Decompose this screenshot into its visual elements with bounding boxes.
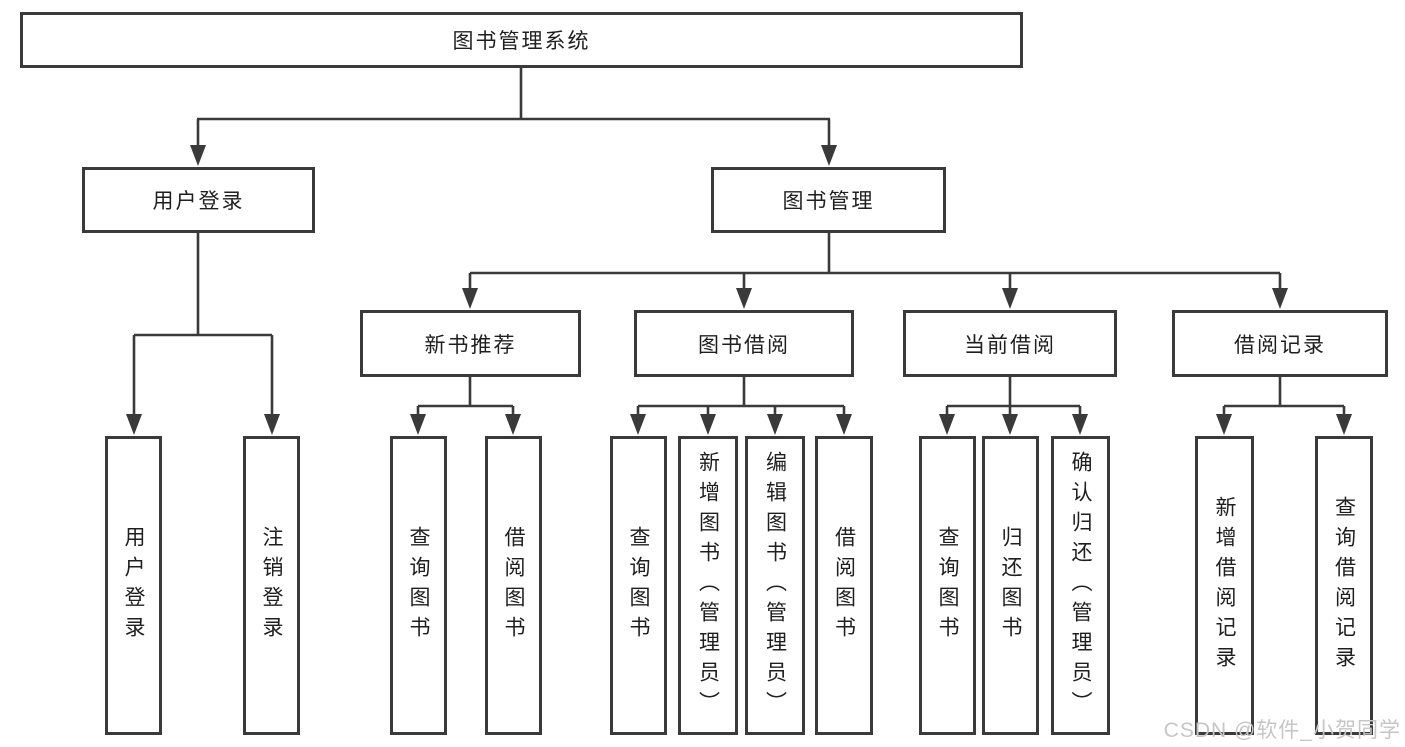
node-label: 图书管理 bbox=[782, 190, 875, 213]
node-label: 新增借阅记录 bbox=[1213, 495, 1236, 676]
arrowhead bbox=[1216, 414, 1232, 435]
arrowhead bbox=[462, 288, 478, 309]
node-label: 当前借阅 bbox=[964, 333, 1056, 357]
node-library-management-system: 图书管理系统 bbox=[20, 12, 1023, 68]
arrowhead bbox=[505, 414, 521, 435]
node-label: 新书推荐 bbox=[424, 333, 517, 357]
node-label: 新增图书（管理员） bbox=[696, 450, 720, 721]
node-label: 编辑图书（管理员） bbox=[763, 450, 787, 721]
watermark-text: CSDN @软件_小贺同学 bbox=[1163, 719, 1401, 742]
node-label: 查询图书 bbox=[627, 525, 650, 646]
leaf-borrow-books: 借阅图书 bbox=[815, 436, 873, 735]
node-label: 图书借阅 bbox=[698, 333, 790, 357]
node-label: 用户登录 bbox=[122, 525, 145, 646]
arrowhead bbox=[1336, 414, 1352, 435]
leaf-query-borrow-record: 查询借阅记录 bbox=[1315, 436, 1373, 735]
leaf-confirm-return-admin: 确认归还（管理员） bbox=[1051, 436, 1110, 735]
leaf-add-borrow-record: 新增借阅记录 bbox=[1195, 436, 1254, 735]
arrowhead bbox=[1072, 414, 1088, 435]
connector-paths bbox=[132, 68, 1346, 417]
arrowhead bbox=[939, 414, 955, 435]
arrowhead bbox=[767, 414, 783, 435]
arrowheads bbox=[126, 145, 1352, 435]
leaf-add-book-admin: 新增图书（管理员） bbox=[678, 436, 738, 735]
arrowhead bbox=[410, 414, 426, 435]
node-label: 注销登录 bbox=[260, 525, 283, 646]
node-label: 确认归还（管理员） bbox=[1069, 450, 1092, 721]
node-label: 用户登录 bbox=[152, 190, 245, 213]
node-label: 查询图书 bbox=[407, 525, 430, 646]
leaf-query-books-current: 查询图书 bbox=[919, 436, 976, 735]
leaf-user-login: 用户登录 bbox=[105, 436, 162, 735]
leaf-borrow-books-recommend: 借阅图书 bbox=[485, 436, 542, 735]
node-label: 图书管理系统 bbox=[452, 30, 591, 53]
node-book-management: 图书管理 bbox=[711, 167, 946, 233]
arrowhead bbox=[190, 145, 206, 166]
arrowhead bbox=[1272, 288, 1288, 309]
node-book-borrowing: 图书借阅 bbox=[634, 310, 854, 377]
arrowhead bbox=[264, 414, 280, 435]
leaf-return-books: 归还图书 bbox=[982, 436, 1039, 735]
leaf-edit-book-admin: 编辑图书（管理员） bbox=[745, 436, 805, 735]
leaf-query-books-recommend: 查询图书 bbox=[390, 436, 447, 735]
node-new-book-recommend: 新书推荐 bbox=[360, 310, 581, 377]
leaf-logout: 注销登录 bbox=[243, 436, 300, 735]
arrowhead bbox=[1002, 414, 1018, 435]
leaf-query-books-borrowing: 查询图书 bbox=[610, 436, 667, 735]
arrowhead bbox=[836, 414, 852, 435]
node-label: 归还图书 bbox=[999, 525, 1022, 646]
node-label: 查询借阅记录 bbox=[1332, 495, 1356, 676]
node-current-borrowing: 当前借阅 bbox=[903, 310, 1117, 377]
node-user-login: 用户登录 bbox=[82, 167, 315, 233]
node-label: 借阅图书 bbox=[832, 525, 856, 646]
arrowhead bbox=[1002, 288, 1018, 309]
node-label: 查询图书 bbox=[936, 525, 959, 646]
arrowhead bbox=[126, 414, 142, 435]
node-borrowing-records: 借阅记录 bbox=[1172, 310, 1388, 377]
arrowhead bbox=[630, 414, 646, 435]
arrowhead bbox=[700, 414, 716, 435]
arrowhead bbox=[821, 145, 837, 166]
arrowhead bbox=[736, 288, 752, 309]
node-label: 借阅图书 bbox=[502, 525, 525, 646]
node-label: 借阅记录 bbox=[1234, 333, 1326, 357]
